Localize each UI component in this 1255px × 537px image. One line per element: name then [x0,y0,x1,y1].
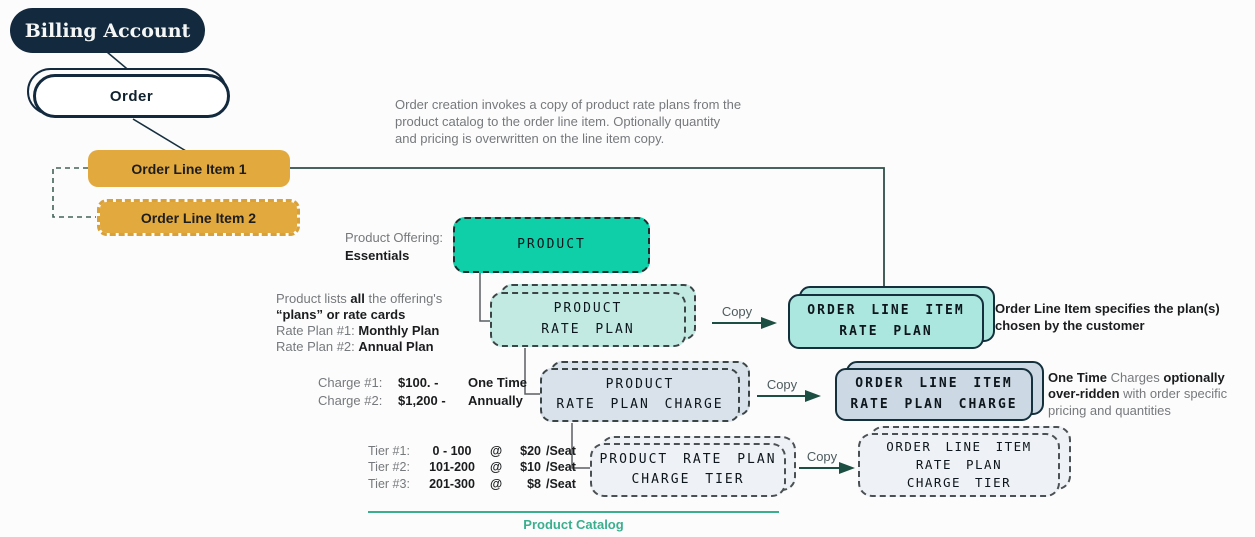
oli-rate-plan-charge-tier-line3: CHARGE TIER [906,475,1012,491]
node-order: Order [33,74,230,118]
order-label: Order [109,87,154,105]
copy-label-tier: Copy [806,449,838,464]
tier-3-label: Tier #3: [368,476,410,491]
tier-3-unit: /Seat [546,476,576,491]
product-offering-note: Product Offering: Essentials [345,229,443,264]
node-product: PRODUCT [453,217,650,273]
plans-note-l4a: Rate Plan #2: [276,338,359,354]
charge-right-note-s3: optionally over-ridden [1048,370,1225,402]
node-oli-rate-plan: ORDER LINE ITEM RATE PLAN [788,294,984,349]
tier-2-price: $10 [520,460,541,475]
node-oli-rate-plan-charge: ORDER LINE ITEM RATE PLAN CHARGE [835,368,1033,421]
tier-2-unit: /Seat [546,460,576,475]
plans-note-l3a: Rate Plan #1: [276,322,359,338]
node-product-rate-plan-charge: PRODUCT RATE PLAN CHARGE [540,368,740,422]
oli-rate-plan-charge-line1: ORDER LINE ITEM [855,376,1013,392]
offering-label: Product Offering: [345,230,444,245]
charge-right-note: One Time Charges optionally over-ridden … [1048,370,1240,419]
node-product-rate-plan-charge-tier: PRODUCT RATE PLAN CHARGE TIER [590,443,786,497]
product-label: PRODUCT [517,236,586,252]
charge-list-note: Charge #1: $100. - One Time Charge #2: $… [318,375,527,410]
oli-rate-plan-line2: RATE PLAN [839,323,933,339]
product-rate-plan-charge-line1: PRODUCT [605,376,675,392]
charge-right-note-s2: Charges [1107,370,1164,385]
order-line-item-1-label: Order Line Item 1 [131,160,247,177]
plans-note-l4b: Annual Plan [358,338,434,354]
node-product-rate-plan: PRODUCT RATE PLAN [490,292,686,347]
order-creation-note: Order creation invokes a copy of product… [395,97,742,146]
plans-note-l3b: Monthly Plan [358,322,440,338]
product-rate-plan-line2: RATE PLAN [541,321,635,337]
product-rate-plan-charge-line2: RATE PLAN CHARGE [556,397,724,412]
oli-rate-plan-charge-tier-line2: RATE PLAN [915,456,1003,472]
charge-2-label: Charge #2: [318,393,383,409]
rate-plan-right-note: Order Line Item specifies the plan(s) ch… [995,301,1220,333]
node-order-line-item-1: Order Line Item 1 [88,150,290,187]
product-rate-plan-line1: PRODUCT [553,301,623,317]
billing-account-label: Billing Account [24,19,191,42]
plans-note-l1b: all [350,291,365,306]
offering-value: Essentials [345,247,410,263]
product-rate-plan-charge-tier-line1: PRODUCT RATE PLAN [599,451,777,467]
oli-rate-plan-charge-line2: RATE PLAN CHARGE [850,396,1018,412]
tier-1-at: @ [490,444,503,458]
charge-1-term: One Time [468,375,528,390]
oli-rate-plan-charge-tier-line1: ORDER LINE ITEM [886,438,1032,454]
charge-1-amount: $100. - [398,375,439,390]
product-rate-plan-charge-tier-line2: CHARGE TIER [631,472,745,487]
tier-1-unit: /Seat [546,444,576,458]
tier-3-price: $8 [527,476,541,491]
plans-note-l2: “plans” or rate cards [276,306,406,322]
plans-note-l1a: Product lists [276,291,351,306]
node-oli-rate-plan-charge-tier: ORDER LINE ITEM RATE PLAN CHARGE TIER [858,433,1060,497]
tier-1-range: 0 - 100 [432,444,472,458]
tier-2-range: 101-200 [429,460,475,475]
node-order-line-item-2: Order Line Item 2 [97,199,300,236]
charge-right-note-s4: with order specific pricing and quantiti… [1048,386,1228,418]
copy-label-rate-plan: Copy [721,304,753,319]
oli-rate-plan-line1: ORDER LINE ITEM [807,303,965,319]
product-catalog-label: Product Catalog [368,511,779,534]
tier-3-range: 201-300 [429,476,475,491]
copy-label-charge: Copy [766,377,798,392]
tier-list-note: Tier #1: 0 - 100 @ $20 /Seat Tier #2: 10… [368,444,586,492]
tier-3-at: @ [490,476,503,491]
edge-order-to-line-item [132,118,187,152]
charge-right-note-s1: One Time [1048,370,1108,385]
tier-1-price: $20 [520,444,541,458]
charge-2-amount: $1,200 - [398,393,446,409]
edge-rate-plan-to-charge [524,348,541,395]
tier-1-label: Tier #1: [368,444,410,458]
plans-note-l1c: the offering's [364,291,443,306]
tier-2-at: @ [490,460,503,475]
charge-2-term: Annually [468,393,523,409]
charge-1-label: Charge #1: [318,375,383,390]
product-plans-note: Product lists all the offering's “plans”… [276,291,442,354]
node-billing-account: Billing Account [10,8,205,53]
order-line-item-2-label: Order Line Item 2 [140,209,257,226]
tier-2-label: Tier #2: [368,460,410,475]
